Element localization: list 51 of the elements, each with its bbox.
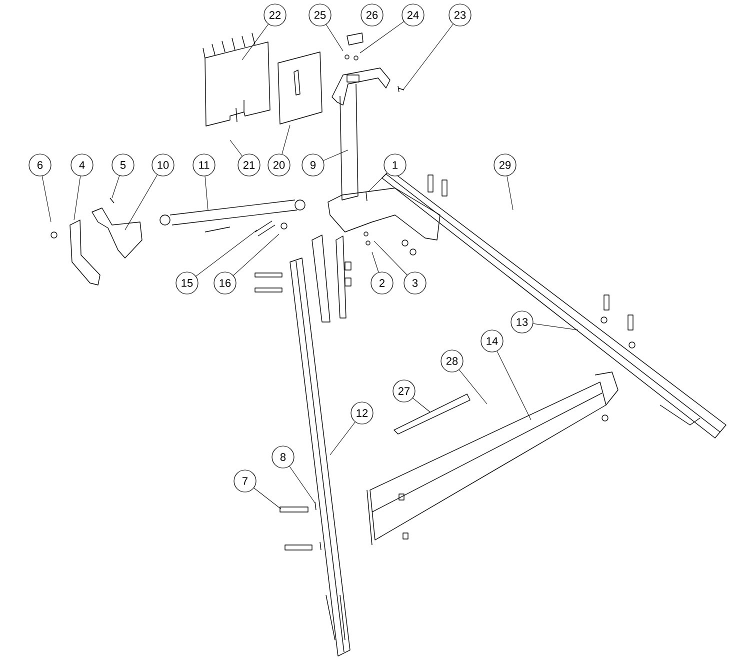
- leader-line: [233, 234, 280, 276]
- leader-line: [372, 252, 379, 272]
- callout-number: 29: [494, 154, 516, 176]
- leader-line: [360, 21, 404, 54]
- callout-number: 24: [402, 4, 424, 26]
- leader-line: [254, 488, 282, 510]
- callout-number: 16: [214, 272, 236, 294]
- leader-line: [368, 172, 388, 192]
- leader-line: [196, 230, 258, 276]
- leader-line: [282, 124, 290, 154]
- callout-number: 22: [264, 4, 286, 26]
- callout-number: 11: [192, 154, 216, 176]
- callout-number: 15: [176, 272, 198, 294]
- leader-line: [458, 370, 488, 404]
- leader-line: [374, 240, 408, 276]
- leader-line: [326, 24, 344, 52]
- leader-line: [323, 150, 348, 161]
- callout-number: 14: [480, 330, 504, 352]
- leader-line: [496, 350, 532, 420]
- callout-number: 9: [302, 154, 324, 176]
- leader-line: [532, 323, 578, 330]
- leader-line: [204, 176, 208, 210]
- callout-number: 8: [272, 446, 294, 468]
- callout-number: 13: [510, 310, 534, 334]
- leader-line: [330, 422, 356, 456]
- leader-line: [242, 24, 269, 60]
- leader-line: [124, 174, 158, 230]
- leader-line: [289, 466, 316, 504]
- callout-number: 28: [440, 350, 464, 372]
- leader-line: [402, 24, 454, 90]
- callout-number: 3: [404, 272, 426, 294]
- callout-number: 2: [370, 272, 394, 294]
- callout-number: 25: [308, 4, 332, 26]
- callout-number: 21: [238, 154, 260, 176]
- leader-line: [412, 398, 430, 412]
- callout-number: 5: [112, 154, 134, 176]
- callout-number: 4: [70, 154, 94, 176]
- callout-number: 1: [384, 154, 406, 176]
- leader-line: [74, 176, 81, 220]
- leader-line: [42, 176, 52, 222]
- callout-number: 6: [28, 154, 52, 176]
- callout-number: 20: [268, 154, 290, 176]
- callout-number: 7: [234, 470, 256, 492]
- leader-line: [230, 140, 242, 156]
- callout-number: 23: [448, 4, 472, 26]
- callout-number: 27: [392, 380, 416, 402]
- callout-number: 12: [350, 402, 374, 424]
- leader-line: [112, 175, 120, 198]
- leader-line: [506, 176, 514, 210]
- callout-number: 10: [152, 154, 174, 176]
- callout-number: 26: [360, 4, 384, 26]
